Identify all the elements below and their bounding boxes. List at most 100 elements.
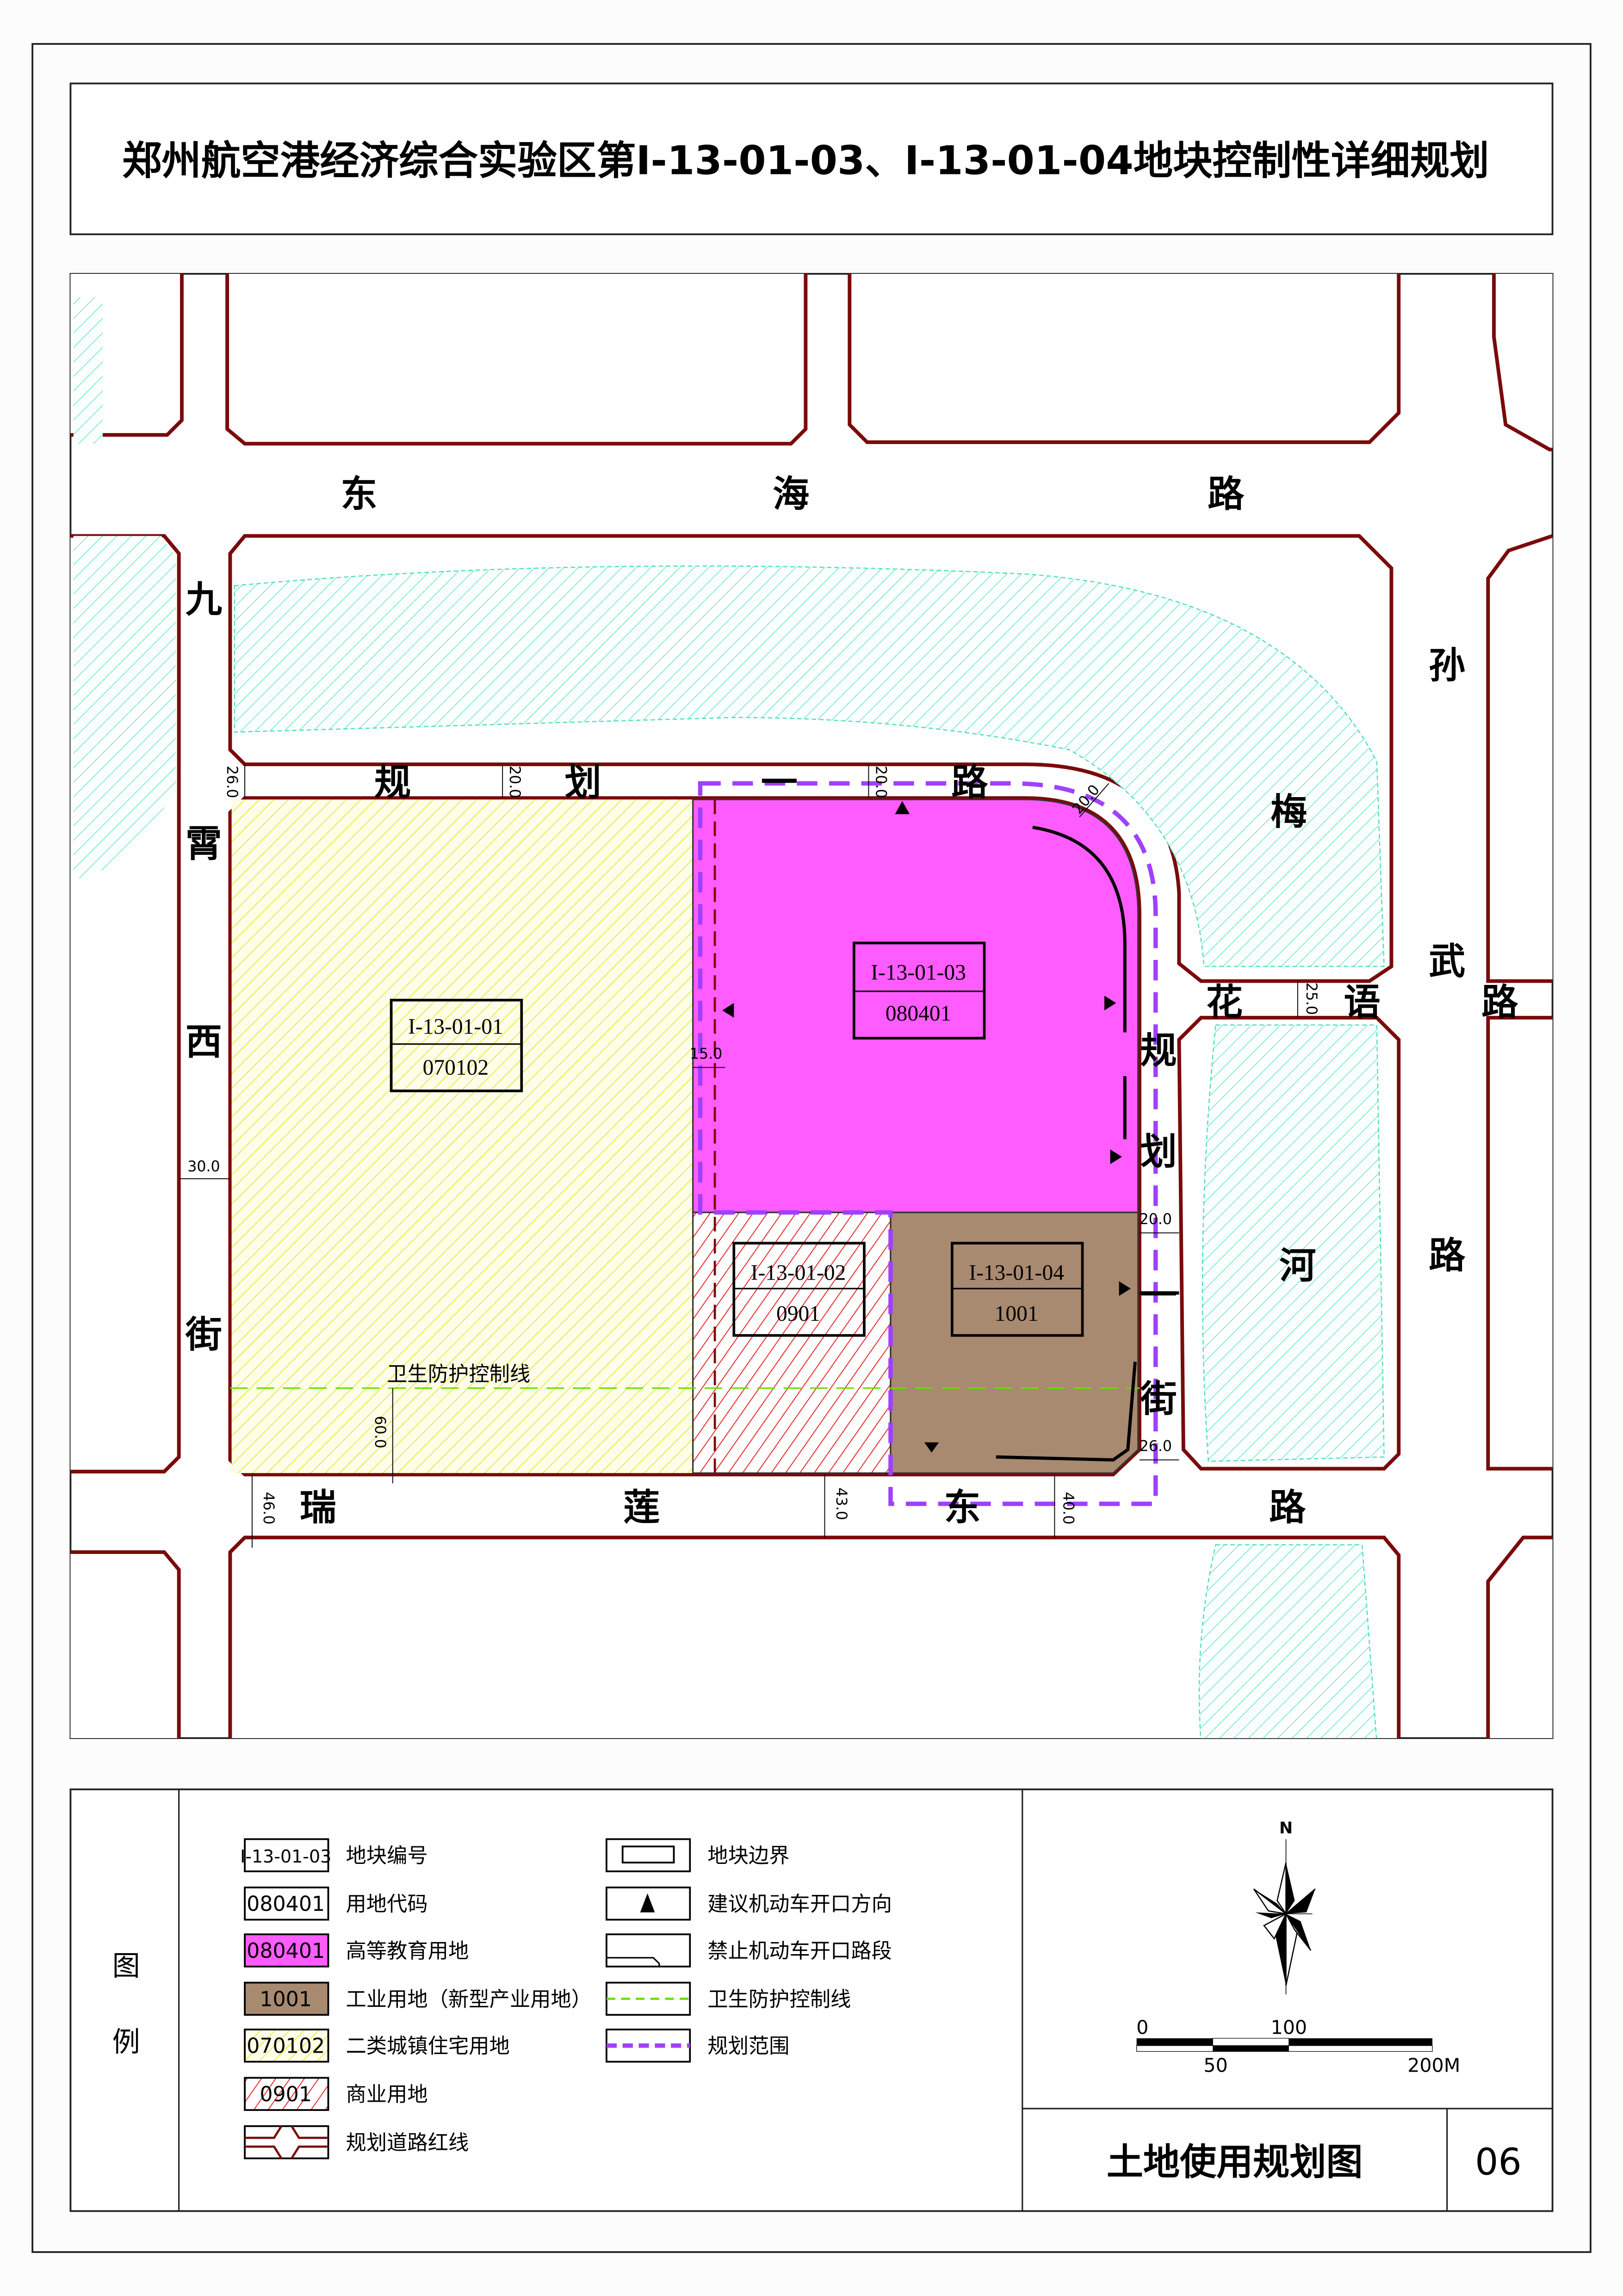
plan-title: 郑州航空港经济综合实验区第I-13-01-03、I-13-01-04地块控制性详… bbox=[122, 138, 1489, 184]
legend-label: 二类城镇住宅用地 bbox=[346, 2035, 509, 2058]
legend-sample: 1001 bbox=[260, 1987, 312, 2011]
svg-text:I-13-01-04: I-13-01-04 bbox=[969, 1261, 1064, 1285]
legend-label: 规划范围 bbox=[707, 2035, 789, 2058]
legend-sample: I-13-01-03 bbox=[240, 1846, 331, 1867]
legend-label: 高等教育用地 bbox=[346, 1939, 469, 1963]
legend: 图 例 I-13-01-03 080401 080401 1001 0 bbox=[69, 1788, 1554, 2212]
legend-sample: 080401 bbox=[247, 1893, 325, 1916]
road-label: 梅 bbox=[1270, 791, 1307, 833]
road-label: 东 bbox=[341, 473, 377, 515]
legend-label: 地块编号 bbox=[346, 1844, 427, 1868]
block bbox=[848, 273, 1401, 444]
svg-text:I-13-01-02: I-13-01-02 bbox=[751, 1261, 846, 1285]
commercial-land bbox=[692, 1212, 892, 1474]
title-block: 郑州航空港经济综合实验区第I-13-01-03、I-13-01-04地块控制性详… bbox=[69, 82, 1554, 235]
arrow-icon bbox=[1119, 1281, 1131, 1296]
industrial-land bbox=[890, 1212, 1139, 1474]
dimension-labels bbox=[179, 764, 1298, 1548]
parcel-label-03: I-13-01-03 080401 bbox=[852, 941, 986, 1040]
svg-text:200M: 200M bbox=[1407, 2055, 1460, 2077]
road-label: 街 bbox=[1140, 1378, 1177, 1420]
road-label: 划 bbox=[565, 761, 601, 804]
outer-frame bbox=[31, 43, 1592, 2253]
road-label: 语 bbox=[1344, 981, 1381, 1023]
drawing-title: 土地使用规划图 bbox=[1107, 2141, 1363, 2183]
block bbox=[1486, 1015, 1553, 1471]
block bbox=[228, 1535, 1401, 1739]
dimension-label: 40.0 bbox=[1059, 1492, 1076, 1524]
residential-land bbox=[231, 799, 693, 1473]
svg-text:I-13-01-03: I-13-01-03 bbox=[871, 961, 966, 985]
parcel-label-02: I-13-01-02 0901 bbox=[732, 1242, 866, 1337]
map: 东 海 路 九 霄 西 街 规 划 一 路 规 划 一 街 花 语 路 孙 武 … bbox=[69, 272, 1554, 1739]
svg-text:100: 100 bbox=[1271, 2016, 1307, 2038]
svg-text:I-13-01-01: I-13-01-01 bbox=[408, 1015, 503, 1039]
parcel-label-04: I-13-01-04 1001 bbox=[951, 1242, 1084, 1337]
svg-text:080401: 080401 bbox=[886, 1002, 951, 1026]
planning-boundary bbox=[698, 781, 1158, 1506]
svg-text:N: N bbox=[1279, 1819, 1293, 1838]
legend-label: 卫生防护控制线 bbox=[707, 1987, 851, 2011]
legend-label: 禁止机动车开口路段 bbox=[707, 1939, 892, 1963]
block bbox=[1492, 273, 1553, 452]
drawing-number: 06 bbox=[1475, 2141, 1522, 2183]
svg-text:1001: 1001 bbox=[995, 1302, 1039, 1326]
dimension-label: 26.0 bbox=[1140, 1438, 1172, 1455]
arrow-icon bbox=[895, 801, 910, 814]
road-label: 霄 bbox=[186, 823, 222, 866]
dimension-label: 26.0 bbox=[223, 766, 240, 798]
arrow-icon bbox=[640, 1893, 655, 1912]
road-label: 路 bbox=[1481, 981, 1518, 1023]
road-label: 路 bbox=[1208, 473, 1245, 515]
road-label: 路 bbox=[951, 761, 988, 804]
legend-sample: 080401 bbox=[247, 1939, 325, 1963]
svg-text:070102: 070102 bbox=[423, 1056, 489, 1080]
road-label: 莲 bbox=[623, 1486, 660, 1529]
road-label: 瑞 bbox=[300, 1486, 336, 1529]
legend-label: 地块边界 bbox=[707, 1844, 789, 1868]
block bbox=[70, 1550, 181, 1739]
legend-title: 例 bbox=[112, 2026, 140, 2058]
dimension-label: 60.0 bbox=[372, 1416, 388, 1448]
dimension-label: 46.0 bbox=[260, 1492, 277, 1524]
road-label: 花 bbox=[1206, 981, 1243, 1023]
dimension-label: 15.0 bbox=[690, 1046, 722, 1062]
arrow-icon bbox=[722, 1003, 734, 1018]
dimension-label: 30.0 bbox=[187, 1158, 220, 1175]
dimension-label: 20.0 bbox=[506, 766, 523, 798]
arrow-icon bbox=[924, 1442, 939, 1453]
legend-label: 规划道路红线 bbox=[346, 2131, 469, 2154]
road-label: 孙 bbox=[1429, 644, 1465, 687]
svg-text:0: 0 bbox=[1136, 2016, 1148, 2038]
green-space bbox=[234, 565, 1385, 967]
legend-sample: 0901 bbox=[260, 2083, 312, 2106]
road-label: 路 bbox=[1269, 1486, 1306, 1529]
education-land bbox=[692, 798, 1139, 1213]
road-label: 武 bbox=[1429, 940, 1465, 983]
block bbox=[1486, 1535, 1553, 1739]
dimension-label: 20.0 bbox=[1140, 1211, 1172, 1228]
road-label: 东 bbox=[944, 1486, 980, 1529]
road-label: 街 bbox=[185, 1313, 222, 1356]
svg-text:0901: 0901 bbox=[776, 1302, 820, 1326]
legend-title: 图 bbox=[112, 1950, 140, 1982]
road-label: 一 bbox=[761, 761, 798, 804]
road-label: 海 bbox=[773, 473, 809, 515]
entrance-direction-arrows bbox=[722, 801, 1131, 1453]
dimension-label: 20.0 bbox=[872, 766, 889, 798]
legend-label: 商业用地 bbox=[346, 2083, 427, 2106]
road-label: 规 bbox=[374, 761, 411, 804]
no-entry-segments bbox=[996, 825, 1179, 1462]
legend-label: 工业用地（新型产业用地） bbox=[346, 1987, 592, 2011]
road-label: 一 bbox=[1140, 1274, 1177, 1317]
road-label: 河 bbox=[1279, 1244, 1316, 1287]
arrow-icon bbox=[1110, 1149, 1122, 1164]
block bbox=[1486, 534, 1553, 983]
road-label: 九 bbox=[186, 578, 222, 621]
road-label: 规 bbox=[1140, 1029, 1177, 1072]
legend-label: 建议机动车开口方向 bbox=[707, 1893, 892, 1916]
legend-sample: 070102 bbox=[247, 2035, 325, 2058]
block bbox=[225, 273, 808, 446]
road-label: 西 bbox=[186, 1021, 222, 1063]
